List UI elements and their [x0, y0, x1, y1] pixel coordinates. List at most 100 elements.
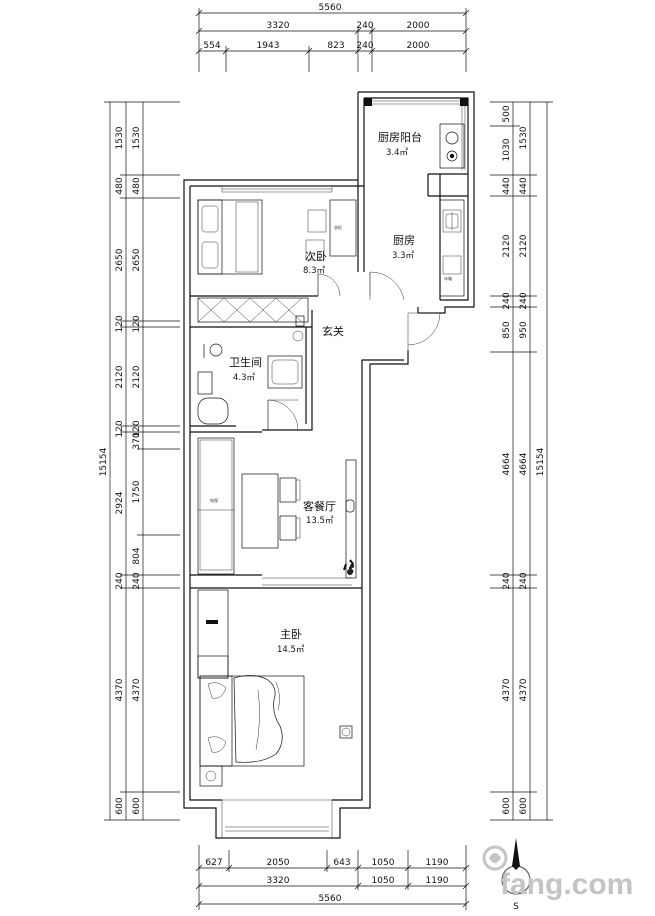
bottom-dim-r1-5: 1190 [426, 858, 449, 868]
left-dim-inner-9: 804 [132, 547, 142, 564]
bottom-dim-r1-3: 643 [333, 858, 350, 868]
master-wardrobe [197, 589, 229, 679]
fang-logo-icon [482, 845, 508, 871]
left-dim-inner-4: 120 [132, 315, 142, 332]
tiny-label: 冰箱 [444, 275, 452, 281]
watermark: fang.com [500, 868, 633, 901]
room-area-bathroom: 4.3㎡ [233, 373, 256, 383]
left-dim-outer-1: 1530 [115, 126, 125, 149]
left-dim-inner-12: 600 [132, 797, 142, 814]
bottom-dim-r1-4: 1050 [372, 858, 395, 868]
left-dim-outer-5: 2120 [115, 365, 125, 388]
left-dim-inner-6: 120 [132, 420, 142, 437]
room-name-master-bedroom: 主卧 [280, 628, 302, 641]
toilet-icon [197, 371, 229, 425]
top-dim-r1-2: 240 [356, 21, 373, 31]
left-dim-inner-10: 240 [132, 572, 142, 589]
left-dim-outer-10: 600 [115, 797, 125, 814]
left-dim-outer-6: 120 [115, 420, 125, 437]
bottom-dim-r2-1: 3320 [267, 876, 290, 886]
bottom-dim-r2-2: 1050 [372, 876, 395, 886]
room-name-living-dining: 客餐厅 [303, 499, 336, 513]
room-area-kitchen-balcony: 3.4㎡ [386, 148, 409, 158]
exterior-walls [183, 91, 475, 839]
washbasin-icon [267, 315, 305, 389]
top-dimensions [195, 8, 470, 72]
left-dim-inner-5: 2120 [132, 365, 142, 388]
left-dim-outer-7: 2924 [115, 491, 125, 514]
right-dim-inner-9: 4370 [502, 678, 512, 701]
bottom-dim-r1-1: 627 [205, 858, 222, 868]
room-name-second-bedroom: 次卧 [305, 249, 327, 263]
room-area-second-bedroom: 8.3㎡ [303, 266, 326, 276]
right-dim-inner-4: 2120 [502, 234, 512, 257]
right-dim-inner-1: 500 [502, 105, 512, 122]
master-bed-icon [199, 675, 305, 767]
right-dim-inner-7: 4664 [502, 452, 512, 475]
right-dim-outer-3: 2120 [519, 234, 529, 257]
right-dim-inner-6: 850 [502, 321, 512, 338]
compass-icon: S [501, 838, 531, 912]
tiny-label: 电视 [210, 497, 218, 503]
bottom-dim-r2-3: 1190 [426, 876, 449, 886]
right-dim-inner-8: 240 [502, 572, 512, 589]
right-dim-inner-3: 440 [502, 177, 512, 194]
right-dim-outer-9: 600 [519, 797, 529, 814]
left-dim-inner-1: 1530 [132, 126, 142, 149]
bottom-dimensions [195, 845, 470, 910]
top-dim-r2-1: 554 [203, 41, 220, 51]
kitchen-counter [439, 199, 465, 297]
top-dim-r2-2: 1943 [257, 41, 280, 51]
left-dim-outer-4: 120 [115, 315, 125, 332]
top-dim-r1-1: 3320 [267, 21, 290, 31]
shower-icon [203, 343, 223, 358]
room-area-kitchen: 3.3㎡ [392, 251, 415, 261]
right-dim-outer-2: 440 [519, 177, 529, 194]
right-dim-inner-2: 1030 [502, 138, 512, 161]
left-dim-outer-3: 2650 [115, 248, 125, 271]
bottom-dim-overall: 5560 [319, 894, 342, 904]
right-dim-outer-6: 4664 [519, 452, 529, 475]
speaker-icon [345, 499, 355, 513]
plant-icon [343, 459, 357, 579]
right-dim-outer-8: 4370 [519, 678, 529, 701]
svg-text:S: S [513, 902, 519, 912]
socket-icon [339, 725, 353, 739]
top-dim-r2-3: 823 [327, 41, 344, 51]
left-dim-outer-9: 4370 [115, 678, 125, 701]
left-dim-inner-7: 370 [132, 432, 142, 449]
left-dim-inner-11: 4370 [132, 678, 142, 701]
left-dim-inner-2: 480 [132, 177, 142, 194]
nightstand-icon [199, 765, 223, 787]
room-name-bathroom: 卫生间 [229, 355, 262, 369]
tv-cabinet [197, 437, 235, 575]
left-dim-outer-8: 240 [115, 572, 125, 589]
top-dim-overall: 5560 [319, 3, 342, 13]
wardrobe-icon [197, 297, 309, 323]
right-dim-inner-10: 600 [502, 797, 512, 814]
top-dim-r2-4: 240 [356, 41, 373, 51]
top-dim-r1-3: 2000 [407, 21, 430, 31]
right-dim-outer-1: 1530 [519, 126, 529, 149]
right-dim-outer-5: 950 [519, 321, 529, 338]
left-dim-outer-2: 480 [115, 177, 125, 194]
right-dim-outer-7: 240 [519, 572, 529, 589]
room-area-master-bedroom: 14.5㎡ [277, 645, 305, 655]
right-dim-outer-4: 240 [519, 292, 529, 309]
left-dim-inner-8: 1750 [132, 480, 142, 503]
room-name-kitchen-balcony: 厨房阳台 [378, 130, 422, 144]
dining-table-icon [241, 473, 301, 549]
left-dimensions [104, 101, 180, 821]
tiny-label: 衣柜 [334, 224, 342, 230]
room-name-entrance: 玄关 [322, 324, 344, 338]
right-dim-inner-5: 240 [502, 292, 512, 309]
room-name-kitchen: 厨房 [393, 234, 415, 247]
doors [267, 271, 441, 431]
bottom-dim-r1-2: 2050 [267, 858, 290, 868]
washer-icon [439, 123, 465, 169]
sink-icon [445, 213, 459, 229]
right-dim-overall: 15154 [536, 447, 546, 476]
bed-icon [197, 199, 263, 275]
right-dimensions [490, 101, 553, 821]
